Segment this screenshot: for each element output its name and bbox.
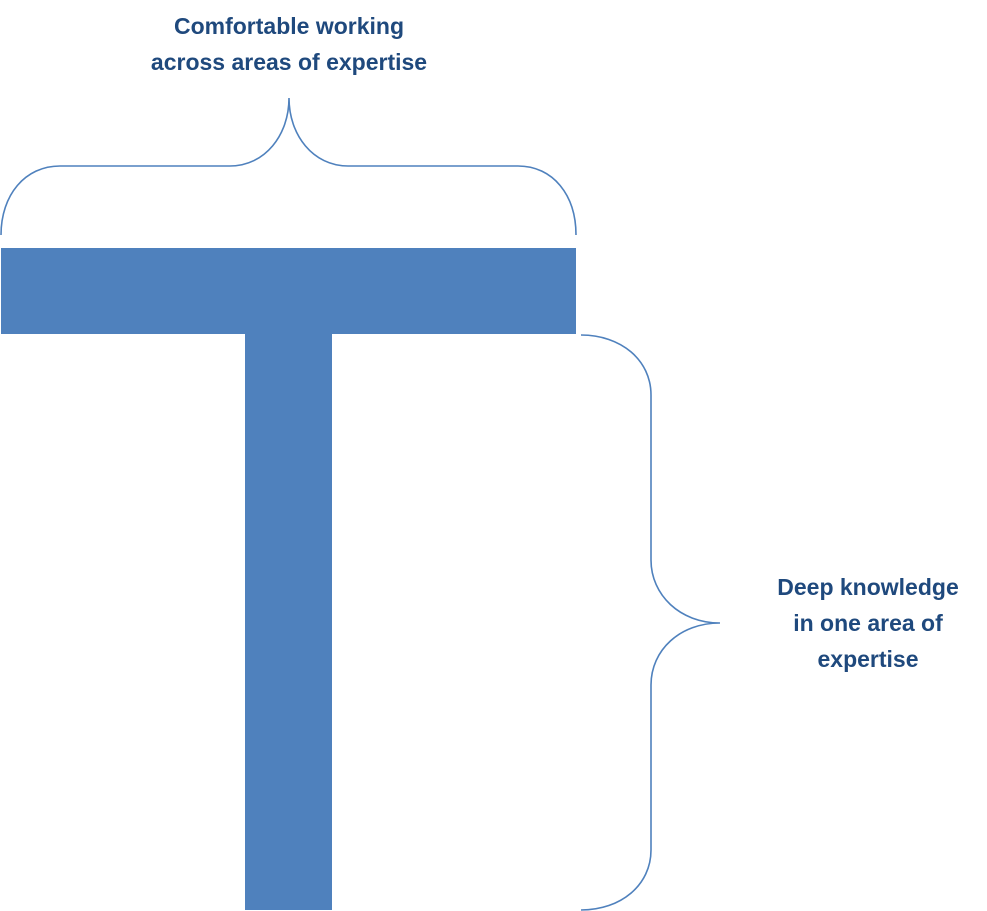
right-brace <box>580 334 721 911</box>
depth-label-line-3: expertise <box>817 646 919 672</box>
depth-label: Deep knowledge in one area of expertise <box>738 569 987 677</box>
breadth-label-line-2: across areas of expertise <box>150 49 428 75</box>
depth-label-line-1: Deep knowledge <box>777 574 959 600</box>
breadth-label: Comfortable working across areas of expe… <box>89 8 489 80</box>
t-shape-horizontal-bar <box>1 248 576 334</box>
top-brace <box>0 97 577 236</box>
breadth-label-line-1: Comfortable working <box>173 13 404 39</box>
depth-label-line-2: in one area of <box>793 610 943 636</box>
t-shape-vertical-stem <box>245 334 332 910</box>
